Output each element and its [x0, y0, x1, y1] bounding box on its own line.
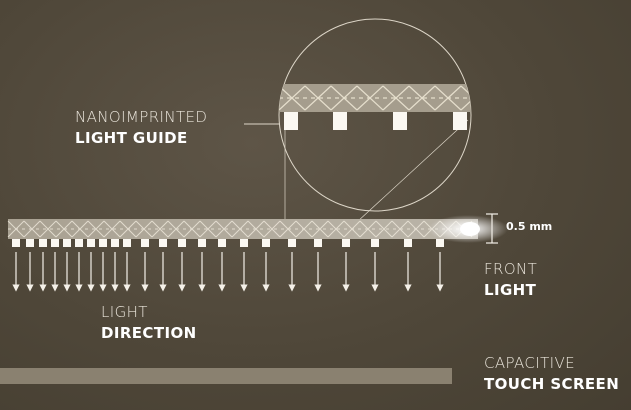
front-light-label-line2: LIGHT — [484, 281, 537, 299]
light-guide-label-line1: NANOIMPRINTED — [75, 108, 208, 126]
prism-row — [12, 239, 444, 247]
prism — [63, 239, 71, 247]
weave-stroke — [375, 220, 393, 238]
weave-stroke — [279, 85, 306, 111]
light-guide-label-line2: LIGHT GUIDE — [75, 129, 188, 147]
prism — [198, 239, 206, 247]
touch-screen-label-line2: TOUCH SCREEN — [484, 375, 620, 393]
prism — [288, 239, 296, 247]
prism — [404, 239, 412, 247]
prism — [159, 239, 167, 247]
prism — [111, 239, 119, 247]
weave-stroke — [460, 85, 471, 111]
prism — [99, 239, 107, 247]
weave-stroke — [151, 220, 169, 238]
prism — [123, 239, 131, 247]
prism — [371, 239, 379, 247]
weave-stroke — [408, 85, 436, 111]
magnified-guide — [279, 84, 471, 130]
weave-stroke — [311, 220, 329, 238]
light-guide-strip — [7, 219, 478, 239]
touch-screen-label: CAPACITIVE TOUCH SCREEN — [484, 353, 619, 395]
prism — [141, 239, 149, 247]
prism — [87, 239, 95, 247]
touch-screen-bar — [0, 368, 452, 384]
zoom-circle — [278, 18, 472, 212]
prism — [12, 239, 20, 247]
light-arrows — [12, 252, 444, 292]
weave-stroke — [304, 85, 332, 111]
prism — [218, 239, 226, 247]
light-direction-label-line1: LIGHT — [101, 303, 148, 321]
prism — [436, 239, 444, 247]
weave-stroke — [199, 220, 217, 238]
prism — [178, 239, 186, 247]
prism — [75, 239, 83, 247]
thickness-label: 0.5 mm — [506, 220, 553, 233]
front-light-label-line1: FRONT — [484, 260, 538, 278]
light-direction-label-line2: DIRECTION — [101, 324, 197, 342]
weave-stroke — [39, 220, 57, 238]
weave-stroke — [327, 220, 345, 238]
light-direction-label: LIGHT DIRECTION — [101, 302, 197, 344]
zoom-connector-right — [356, 119, 469, 223]
prism — [26, 239, 34, 247]
prism — [240, 239, 248, 247]
front-light-label: FRONT LIGHT — [484, 259, 537, 301]
weave-stroke — [215, 220, 233, 238]
touch-screen-label-line1: CAPACITIVE — [484, 354, 576, 372]
prism — [51, 239, 59, 247]
weave-stroke — [103, 220, 121, 238]
weave-stroke — [382, 85, 410, 111]
weave-stroke — [263, 220, 281, 238]
prism — [39, 239, 47, 247]
prism — [262, 239, 270, 247]
weave-stroke — [87, 220, 105, 238]
prism — [314, 239, 322, 247]
prism — [342, 239, 350, 247]
light-guide-label: NANOIMPRINTED LIGHT GUIDE — [75, 107, 207, 149]
thickness-bracket — [486, 213, 498, 244]
